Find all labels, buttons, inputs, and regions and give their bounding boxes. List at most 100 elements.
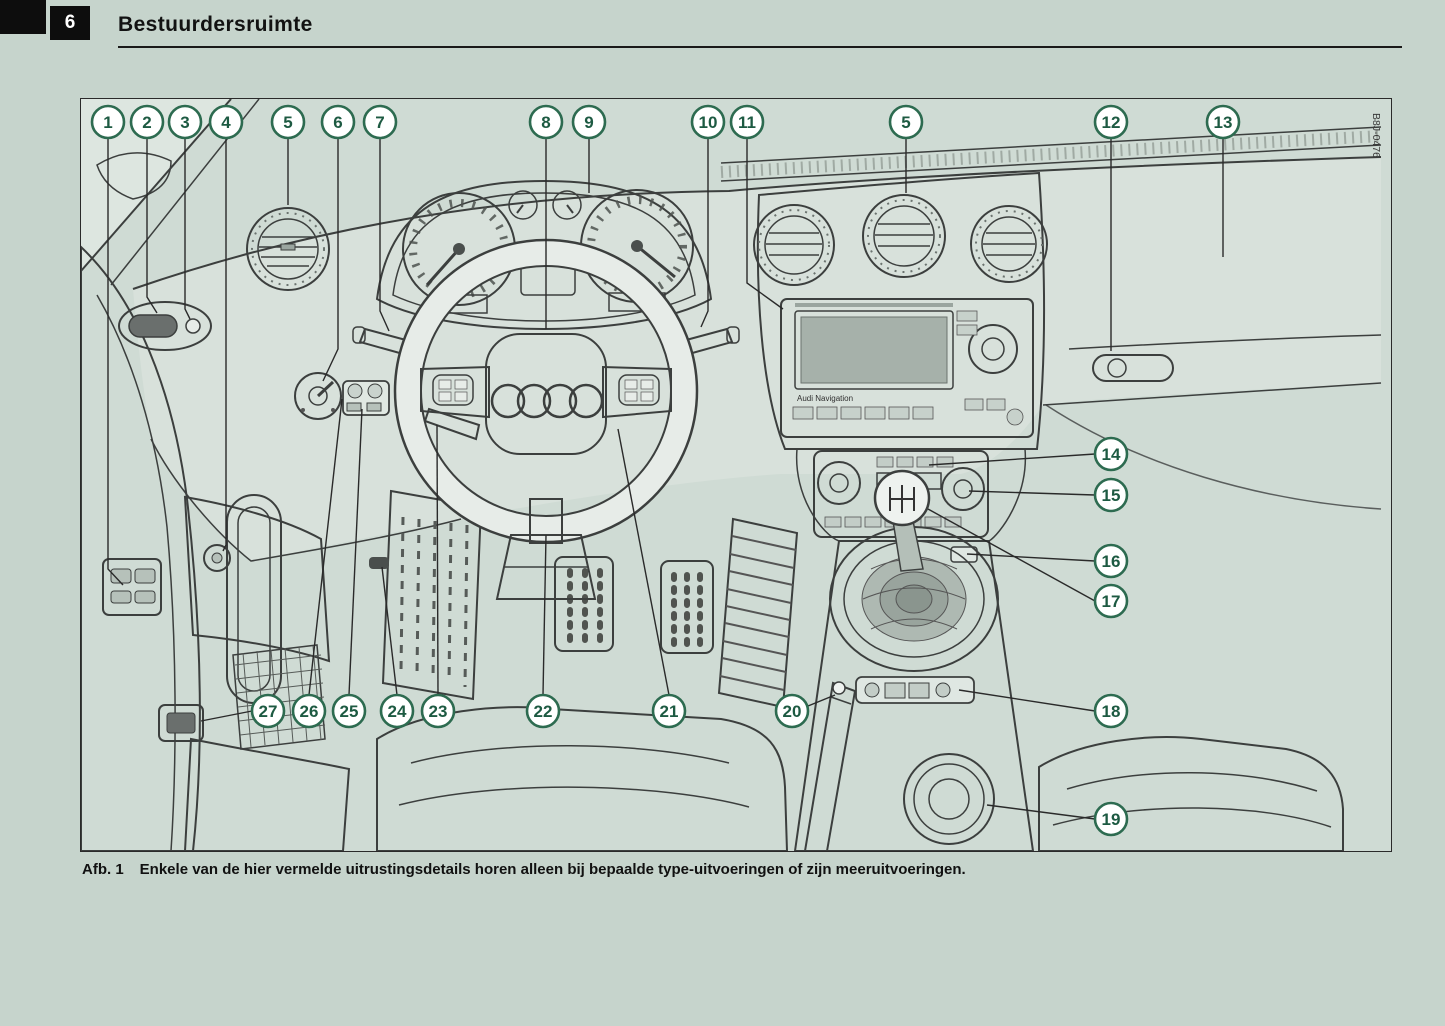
svg-text:11: 11 <box>738 113 756 132</box>
window-switch-panel <box>102 558 162 616</box>
callout-3: 3 <box>167 104 203 140</box>
callout-14: 14 <box>1093 436 1129 472</box>
headlight-switch <box>294 372 342 420</box>
figure-caption: Afb. 1 Enkele van de hier vermelde uitrus… <box>82 861 1382 878</box>
svg-text:26: 26 <box>300 702 319 721</box>
center-air-vents <box>753 194 1048 286</box>
handbrake-lever <box>803 681 857 851</box>
callout-12: 12 <box>1093 104 1129 140</box>
callout-17: 17 <box>1093 583 1129 619</box>
climate-knob-right <box>941 467 985 511</box>
side-mirror <box>96 152 172 200</box>
callout-5-center: 5 <box>888 104 924 140</box>
callout-13: 13 <box>1205 104 1241 140</box>
pedals <box>554 556 714 654</box>
door-pocket <box>183 737 351 851</box>
gear-shifter <box>829 469 999 672</box>
defroster-vent-strip <box>720 126 1382 182</box>
callout-19: 19 <box>1093 801 1129 837</box>
passenger-seat <box>1038 736 1344 851</box>
svg-text:1: 1 <box>103 113 112 132</box>
callout-20: 20 <box>774 693 810 729</box>
fuel-gauge <box>508 190 538 220</box>
callout-18: 18 <box>1093 693 1129 729</box>
callout-leader-lines <box>107 138 1224 820</box>
svg-text:5: 5 <box>901 113 910 132</box>
caption-text: Enkele van de hier vermelde uitrustingsd… <box>139 861 966 878</box>
svg-text:12: 12 <box>1102 113 1121 132</box>
callout-6: 6 <box>320 104 356 140</box>
svg-text:23: 23 <box>429 702 448 721</box>
page-number: 6 <box>50 6 90 40</box>
svg-text:24: 24 <box>388 702 407 721</box>
door-lock-switch <box>185 318 201 334</box>
svg-text:16: 16 <box>1102 552 1121 571</box>
corner-block <box>0 0 46 34</box>
page-title: Bestuurdersruimte <box>118 13 313 36</box>
climate-knob-left <box>817 461 861 505</box>
svg-text:25: 25 <box>340 702 359 721</box>
svg-text:13: 13 <box>1214 113 1233 132</box>
radio-label: Audi Navigation <box>797 394 853 403</box>
dashboard-body <box>132 156 1382 562</box>
svg-text:17: 17 <box>1102 592 1121 611</box>
door-handle-lever <box>128 314 178 338</box>
svg-text:7: 7 <box>375 113 384 132</box>
callout-2: 2 <box>129 104 165 140</box>
svg-text:2: 2 <box>142 113 151 132</box>
driver-air-vent <box>246 207 330 291</box>
wheel-buttons-left <box>432 374 474 406</box>
svg-text:9: 9 <box>584 113 593 132</box>
callout-26: 26 <box>291 693 327 729</box>
caption-label: Afb. 1 <box>82 861 124 878</box>
callout-11: 11 <box>729 104 765 140</box>
audi-rings-icon <box>490 383 604 419</box>
brake-pedal <box>554 556 614 652</box>
svg-text:14: 14 <box>1102 445 1121 464</box>
svg-text:21: 21 <box>660 702 679 721</box>
callout-5-left: 5 <box>270 104 306 140</box>
callout-9: 9 <box>571 104 607 140</box>
dashboard-illustration: Audi Navigation <box>81 99 1391 851</box>
callout-25: 25 <box>331 693 367 729</box>
svg-text:27: 27 <box>259 702 278 721</box>
svg-text:4: 4 <box>221 113 231 132</box>
console-button-panel <box>855 676 975 704</box>
figure-frame: Audi Navigation <box>80 98 1392 852</box>
svg-text:8: 8 <box>541 113 550 132</box>
callout-16: 16 <box>1093 543 1129 579</box>
wheel-buttons-right <box>618 374 660 406</box>
door-handle-bezel <box>118 301 212 351</box>
svg-text:19: 19 <box>1102 810 1121 829</box>
airbag-module <box>485 333 607 455</box>
title-rule <box>118 46 1402 48</box>
navigation-screen <box>794 310 954 390</box>
mirror-adjust-knob <box>203 544 231 572</box>
callout-7: 7 <box>362 104 398 140</box>
svg-text:3: 3 <box>180 113 189 132</box>
callout-22: 22 <box>525 693 561 729</box>
callout-10: 10 <box>690 104 726 140</box>
svg-text:22: 22 <box>534 702 553 721</box>
callout-1: 1 <box>90 104 126 140</box>
svg-text:10: 10 <box>699 113 718 132</box>
accelerator-pedal <box>660 560 714 654</box>
callout-4: 4 <box>208 104 244 140</box>
svg-text:15: 15 <box>1102 486 1121 505</box>
temperature-gauge <box>552 190 582 220</box>
radio-buttons <box>792 398 1024 426</box>
aux-switch-panel <box>342 380 390 416</box>
callout-24: 24 <box>379 693 415 729</box>
cup-holder <box>903 753 995 845</box>
shift-pattern <box>889 485 915 513</box>
svg-text:5: 5 <box>283 113 292 132</box>
radio-navigation-unit: Audi Navigation <box>780 298 1034 438</box>
figure-code: B8J-0476 <box>1370 113 1382 158</box>
svg-text:20: 20 <box>783 702 802 721</box>
svg-text:6: 6 <box>333 113 342 132</box>
radio-knob <box>968 324 1018 374</box>
callout-27: 27 <box>250 693 286 729</box>
hood-release-handle <box>369 557 389 569</box>
callout-15: 15 <box>1093 477 1129 513</box>
